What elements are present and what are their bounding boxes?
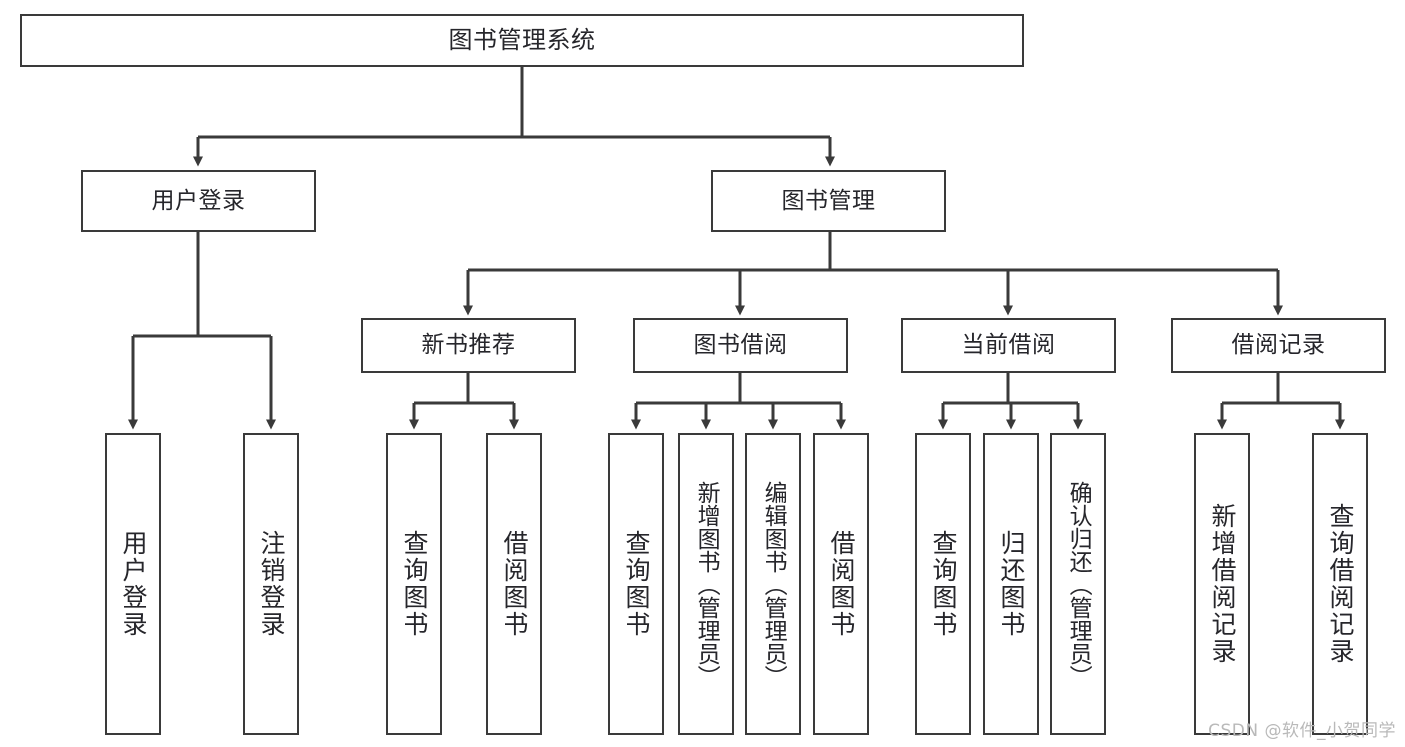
leaf-add-book-admin[interactable]: 新增图书（管理员） (678, 433, 734, 735)
leaf-borrow-book-recommend[interactable]: 借阅图书 (486, 433, 542, 735)
watermark-text: CSDN @软件_小贺同学 (1208, 721, 1396, 741)
leaf-query-book-current[interactable]: 查询图书 (915, 433, 971, 735)
leaf-add-borrow-record[interactable]: 新增借阅记录 (1194, 433, 1250, 735)
node-label: 借阅图书 (827, 530, 856, 638)
node-label: 用户登录 (119, 530, 148, 638)
node-label: 查询借阅记录 (1326, 503, 1355, 665)
leaf-user-login[interactable]: 用户登录 (105, 433, 161, 735)
node-current-borrow[interactable]: 当前借阅 (901, 318, 1116, 373)
node-label: 归还图书 (997, 530, 1026, 638)
node-label: 用户登录 (151, 187, 246, 214)
node-label: 查询图书 (929, 530, 958, 638)
node-label: 借阅记录 (1231, 332, 1326, 359)
node-book-borrow[interactable]: 图书借阅 (633, 318, 848, 373)
node-borrow-records[interactable]: 借阅记录 (1171, 318, 1386, 373)
leaf-return-book[interactable]: 归还图书 (983, 433, 1039, 735)
leaf-edit-book-admin[interactable]: 编辑图书（管理员） (745, 433, 801, 735)
node-label: 编辑图书（管理员） (760, 480, 787, 688)
node-label: 图书管理 (781, 187, 876, 214)
leaf-logout[interactable]: 注销登录 (243, 433, 299, 735)
leaf-query-book-recommend[interactable]: 查询图书 (386, 433, 442, 735)
node-book-management[interactable]: 图书管理 (711, 170, 946, 232)
node-label: 确认归还（管理员） (1065, 480, 1092, 688)
node-label: 新增借阅记录 (1208, 503, 1237, 665)
node-label: 图书管理系统 (448, 25, 596, 54)
leaf-query-book-borrow[interactable]: 查询图书 (608, 433, 664, 735)
node-label: 借阅图书 (500, 530, 529, 638)
node-label: 注销登录 (257, 530, 286, 638)
node-label: 查询图书 (622, 530, 651, 638)
leaf-borrow-book[interactable]: 借阅图书 (813, 433, 869, 735)
leaf-query-borrow-record[interactable]: 查询借阅记录 (1312, 433, 1368, 735)
node-new-book-recommend[interactable]: 新书推荐 (361, 318, 576, 373)
node-user-login[interactable]: 用户登录 (81, 170, 316, 232)
node-label: 新增图书（管理员） (693, 480, 720, 688)
node-label: 新书推荐 (421, 332, 516, 359)
node-label: 当前借阅 (961, 332, 1056, 359)
leaf-confirm-return-admin[interactable]: 确认归还（管理员） (1050, 433, 1106, 735)
node-label: 图书借阅 (693, 332, 788, 359)
node-label: 查询图书 (400, 530, 429, 638)
node-root-system[interactable]: 图书管理系统 (20, 14, 1024, 67)
